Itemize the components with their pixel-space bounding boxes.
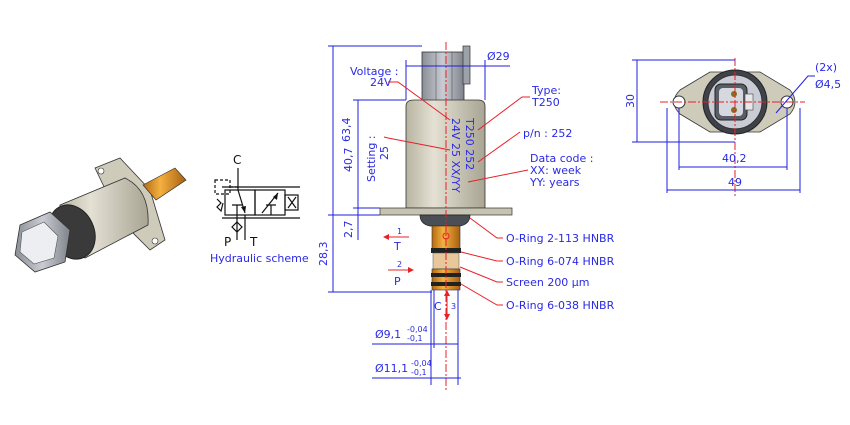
dim-overall-height: 63,4: [340, 118, 353, 143]
type-label: Type:: [531, 84, 561, 97]
dim-hole-spacing: 40,2: [722, 152, 747, 165]
side-view: 24V 25 XX/YY T250 252 63,4 40,7 2,7 28,3…: [317, 42, 615, 392]
callout-oring-6-038: O-Ring 6-038 HNBR: [506, 299, 615, 312]
dim-dia-11-1: Ø11,1: [375, 362, 408, 375]
dim-flange-height: 30: [624, 94, 637, 108]
data-code-label: Data code :: [530, 152, 594, 165]
marking-type-pn: T250 252: [463, 117, 476, 170]
hydraulic-scheme-caption: Hydraulic scheme: [210, 252, 309, 265]
port-p-number: 2: [397, 260, 402, 269]
dia-9-1-tol-lower: -0,1: [407, 334, 423, 343]
callout-oring-2-113: O-Ring 2-113 HNBR: [506, 232, 615, 245]
data-code-year: YY: years: [529, 176, 580, 189]
type-value: T250: [531, 96, 560, 109]
voltage-label: Voltage :: [350, 65, 398, 78]
port-c-number: 3: [451, 302, 456, 311]
dia-9-1-tol-upper: -0,04: [407, 325, 428, 334]
port-t-label: T: [393, 240, 401, 253]
voltage-value: 24V: [370, 76, 392, 89]
iso-view-solenoid-valve: [14, 157, 187, 273]
data-code-week: XX: week: [530, 164, 582, 177]
dim-body-height: 40,7: [342, 148, 355, 173]
dia-11-1-tol-upper: -0,04: [411, 359, 432, 368]
top-view: 30 40,2 49 (2x) Ø4,5: [624, 58, 841, 196]
setting-value: 25: [378, 146, 391, 160]
dim-dia-9-1: Ø9,1: [375, 328, 401, 341]
hydraulic-scheme-symbol: C P T Hydraulic scheme: [210, 153, 309, 265]
callout-oring-6-074: O-Ring 6-074 HNBR: [506, 255, 615, 268]
dim-hole-diameter: Ø4,5: [815, 78, 841, 91]
port-p-label: P: [224, 235, 231, 249]
dia-11-1-tol-lower: -0,1: [411, 368, 427, 377]
port-t-label: T: [249, 235, 258, 249]
marking-voltage-setting-date: 24V 25 XX/YY: [449, 118, 462, 193]
port-t-number: 1: [397, 227, 402, 236]
dim-flange-width: 49: [728, 176, 742, 189]
setting-label: Setting :: [365, 135, 378, 182]
dim-body-diameter: Ø29: [487, 50, 510, 63]
port-c-label: C: [434, 300, 442, 313]
port-c-label: C: [233, 153, 241, 167]
dim-cartridge-length: 28,3: [317, 242, 330, 267]
port-p-label: P: [394, 275, 401, 288]
hole-count: (2x): [815, 61, 837, 74]
part-number-label: p/n : 252: [523, 127, 572, 140]
callout-screen: Screen 200 µm: [506, 276, 590, 289]
dim-flange-thickness: 2,7: [342, 221, 355, 239]
